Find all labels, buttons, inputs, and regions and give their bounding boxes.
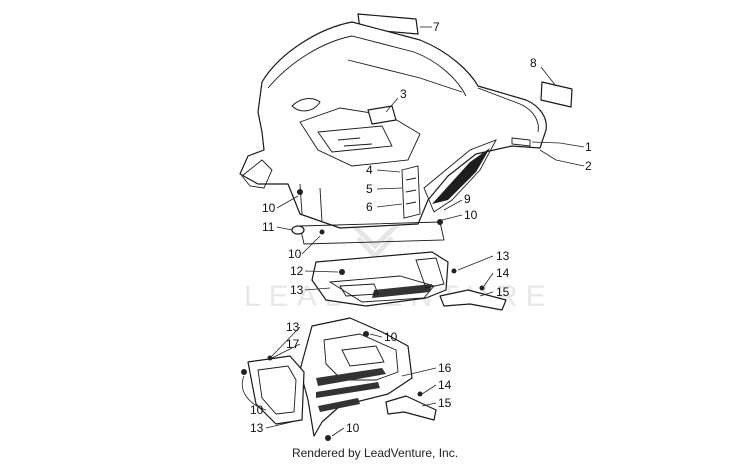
step-15-upper — [439, 289, 507, 311]
callout-13-middle: 13 — [290, 283, 304, 297]
screw-upper-1 — [297, 189, 303, 195]
callout-12: 12 — [290, 264, 304, 278]
callout-2: 2 — [585, 159, 592, 173]
decal-8 — [540, 81, 573, 108]
screw-upper-3 — [437, 219, 443, 225]
callout-16: 16 — [438, 361, 452, 375]
screw-upper-2 — [319, 229, 325, 235]
screw-13-upper — [451, 268, 457, 274]
leader-lines — [241, 26, 585, 437]
callout-10-upper-right: 10 — [464, 208, 478, 222]
callout-3: 3 — [400, 87, 407, 101]
floorboard-12 — [311, 251, 449, 307]
screw-14-upper — [479, 285, 485, 291]
callout-10-lower-center: 10 — [384, 330, 398, 344]
callout-17: 17 — [286, 337, 300, 351]
watermark-logo — [348, 220, 402, 260]
step-15-lower — [385, 395, 437, 421]
screw-lower-2 — [267, 355, 273, 361]
screw-lower-3 — [241, 369, 247, 375]
front-footwell-16 — [247, 317, 413, 437]
callout-10-middle: 10 — [288, 247, 302, 261]
rear-fender — [239, 21, 547, 245]
callout-13-lower-left: 13 — [286, 320, 300, 334]
grommet-11 — [291, 225, 305, 235]
callout-9: 9 — [464, 192, 471, 206]
screw-lower-1 — [363, 331, 369, 337]
callout-14-upper: 14 — [496, 266, 510, 280]
callout-14-lower: 14 — [438, 378, 452, 392]
callout-6: 6 — [366, 200, 373, 214]
callout-10-upper-left: 10 — [262, 201, 276, 215]
screw-12 — [339, 269, 345, 275]
callout-4: 4 — [366, 163, 373, 177]
callout-11: 11 — [262, 220, 275, 234]
callout-10-lower-left: 10 — [250, 403, 264, 417]
callout-5: 5 — [366, 182, 373, 196]
callout-15-lower: 15 — [438, 396, 452, 410]
callouts: 7 8 3 1 2 4 5 6 9 10 10 11 10 12 13 13 1… — [250, 20, 592, 435]
callout-13-bottom: 13 — [250, 421, 264, 435]
callout-7: 7 — [433, 20, 440, 34]
callout-15-upper: 15 — [496, 285, 510, 299]
screw-lower-4 — [325, 435, 331, 441]
callout-10-bottom: 10 — [346, 421, 360, 435]
screw-14-lower — [417, 391, 423, 397]
footer-credit: Rendered by LeadVenture, Inc. — [291, 446, 459, 460]
callout-1: 1 — [585, 140, 592, 154]
callout-13-right: 13 — [496, 249, 510, 263]
callout-8: 8 — [530, 56, 537, 70]
